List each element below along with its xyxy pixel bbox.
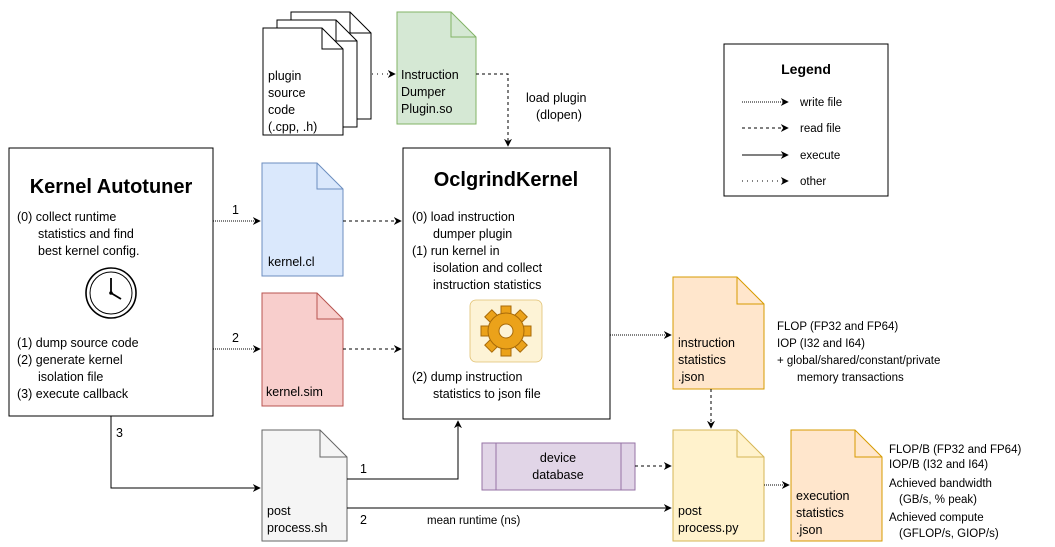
post-process-py-line: post <box>678 504 702 518</box>
oclgrind-step1: isolation and collect <box>433 261 543 275</box>
oclgrind-step1: instruction statistics <box>433 278 541 292</box>
instruction-stats-file: instruction statistics .json <box>672 276 765 390</box>
execution-stats-line: execution <box>796 489 850 503</box>
edge-number: 2 <box>360 513 367 527</box>
instruction-stats-line: statistics <box>678 353 726 367</box>
instruction-note: FLOP (FP32 and FP64) <box>777 321 898 333</box>
execution-note: (GFLOP/s, GIOP/s) <box>899 528 999 540</box>
edge-number: 2 <box>232 331 239 345</box>
device-database-box: device database <box>481 442 636 491</box>
post-process-sh-line: process.sh <box>267 521 327 535</box>
legend-title: Legend <box>781 61 831 77</box>
edge-execute-oclgrind <box>347 420 462 480</box>
instruction-note: + global/shared/constant/private <box>777 355 940 367</box>
legend-write-label: write file <box>799 97 842 109</box>
legend-execute-label: execute <box>800 150 840 162</box>
kernel-cl-file: kernel.cl <box>261 162 344 277</box>
instruction-notes: FLOP (FP32 and FP64) IOP (I32 and I64) +… <box>777 321 940 384</box>
dumper-plugin-file: Instruction Dumper Plugin.so <box>396 11 477 125</box>
legend-other-label: other <box>800 176 826 188</box>
plugin-source-line: plugin <box>268 69 301 83</box>
autotuner-title: Kernel Autotuner <box>30 176 193 198</box>
plugin-source-files: plugin source code (.cpp, .h) <box>262 11 372 136</box>
oclgrind-title: OclgrindKernel <box>434 169 578 191</box>
edge-number: 1 <box>232 203 239 217</box>
execution-stats-line: .json <box>796 523 822 537</box>
plugin-source-line: code <box>268 103 295 117</box>
edge-label-load-plugin: load plugin <box>526 91 587 105</box>
edge-number: 3 <box>116 426 123 440</box>
execution-note: (GB/s, % peak) <box>899 494 977 506</box>
instruction-stats-line: .json <box>678 370 704 384</box>
edge-label-load-plugin: (dlopen) <box>536 108 582 122</box>
edge-label-mean-runtime: mean runtime (ns) <box>427 515 520 527</box>
post-process-py-file: post process.py <box>672 429 765 542</box>
oclgrind-step1: (1) run kernel in <box>412 244 500 258</box>
kernel-cl-label: kernel.cl <box>268 255 315 269</box>
clock-icon <box>85 267 137 319</box>
dumper-plugin-line: Plugin.so <box>401 102 452 116</box>
device-database-line: device <box>540 451 576 465</box>
edge-number: 1 <box>360 462 367 476</box>
oclgrind-step0: dumper plugin <box>433 227 512 241</box>
instruction-note: memory transactions <box>797 372 904 384</box>
execution-note: Achieved bandwidth <box>889 478 992 490</box>
autotuner-step2: (2) generate kernel <box>17 353 123 367</box>
dumper-plugin-line: Instruction <box>401 68 459 82</box>
edge-execute-post-sh <box>110 416 261 492</box>
execution-stats-line: statistics <box>796 506 844 520</box>
post-process-sh-line: post <box>267 504 291 518</box>
kernel-sim-file: kernel.sim <box>261 292 344 407</box>
oclgrind-step2: statistics to json file <box>433 387 541 401</box>
autotuner-step0: (0) collect runtime <box>17 210 116 224</box>
plugin-source-line: (.cpp, .h) <box>268 120 317 134</box>
oclgrind-kernel-box: OclgrindKernel (0) load instruction dump… <box>402 147 611 420</box>
post-process-py-line: process.py <box>678 521 739 535</box>
instruction-note: IOP (I32 and I64) <box>777 338 865 350</box>
autotuner-step3: (3) execute callback <box>17 387 129 401</box>
kernel-autotuner-box: Kernel Autotuner (0) collect runtime sta… <box>8 147 214 417</box>
legend-read-label: read file <box>800 123 841 135</box>
plugin-source-line: source <box>268 86 306 100</box>
autotuner-step2: isolation file <box>38 370 103 384</box>
execution-notes: FLOP/B (FP32 and FP64) IOP/B (I32 and I6… <box>889 444 1021 540</box>
execution-stats-file: execution statistics .json <box>790 429 883 542</box>
execution-note: FLOP/B (FP32 and FP64) <box>889 444 1021 456</box>
autotuner-step0: best kernel config. <box>38 244 139 258</box>
gear-icon <box>469 299 543 363</box>
legend: Legend write file read file execute othe… <box>723 43 889 197</box>
oclgrind-step2: (2) dump instruction <box>412 370 523 384</box>
edge-load-plugin <box>476 73 512 147</box>
oclgrind-step0: (0) load instruction <box>412 210 515 224</box>
execution-note: Achieved compute <box>889 512 984 524</box>
instruction-stats-line: instruction <box>678 336 735 350</box>
execution-note: IOP/B (I32 and I64) <box>889 459 988 471</box>
post-process-sh-file: post process.sh <box>261 429 348 542</box>
autotuner-step1: (1) dump source code <box>17 336 139 350</box>
autotuner-step0: statistics and find <box>38 227 134 241</box>
kernel-sim-label: kernel.sim <box>266 385 323 399</box>
dumper-plugin-line: Dumper <box>401 85 445 99</box>
device-database-line: database <box>532 468 583 482</box>
